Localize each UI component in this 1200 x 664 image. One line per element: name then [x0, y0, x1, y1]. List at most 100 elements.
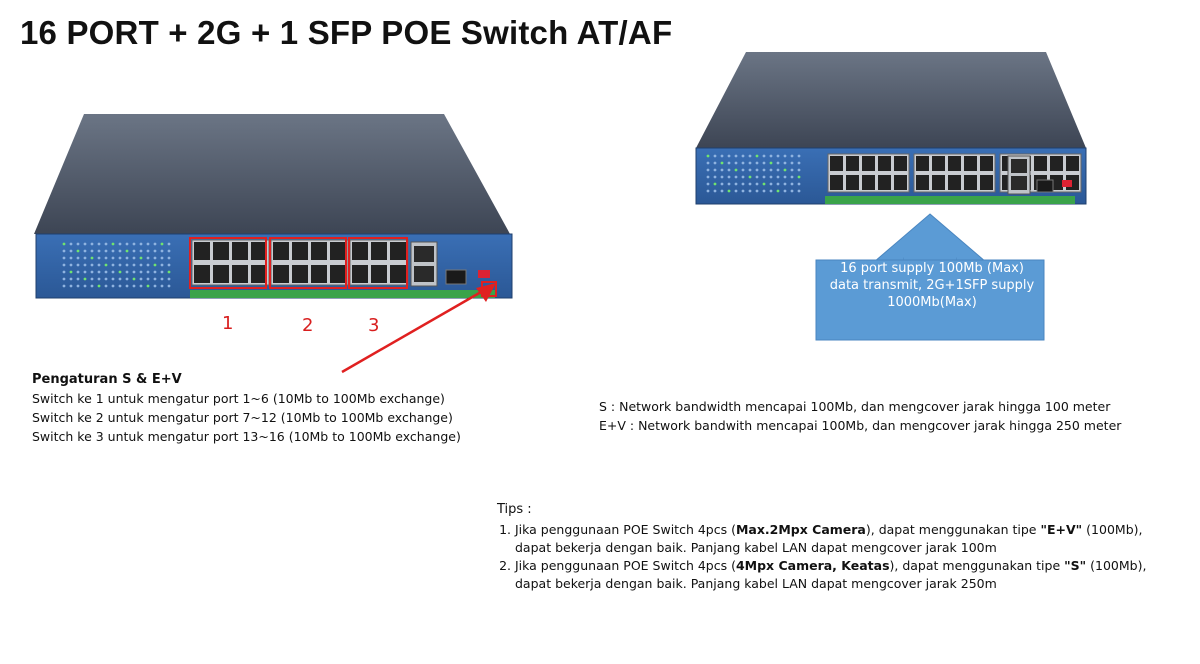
page-title: 16 PORT + 2G + 1 SFP POE Switch AT/AF: [20, 14, 673, 51]
ethernet-port: [251, 242, 267, 260]
ethernet-port: [371, 265, 387, 283]
status-led: [167, 256, 171, 260]
status-led: [783, 189, 787, 193]
status-led: [132, 284, 136, 288]
ethernet-port: [916, 156, 929, 171]
tips-section: Tips : Jika penggunaan POE Switch 4pcs (…: [497, 501, 1146, 593]
status-led: [69, 277, 73, 281]
status-led: [797, 189, 801, 193]
status-led: [111, 256, 115, 260]
status-led: [118, 256, 122, 260]
status-led: [776, 175, 780, 179]
status-led: [83, 270, 87, 274]
ethernet-port: [330, 242, 346, 260]
status-led: [727, 175, 731, 179]
status-led: [748, 154, 752, 158]
status-led: [97, 277, 101, 281]
status-led: [741, 182, 745, 186]
ethernet-port: [194, 242, 210, 260]
status-led: [139, 242, 143, 246]
status-led: [769, 161, 773, 165]
status-led: [132, 242, 136, 246]
ethernet-port: [251, 265, 267, 283]
status-led: [83, 277, 87, 281]
status-led: [160, 263, 164, 267]
status-led: [762, 154, 766, 158]
status-led: [139, 249, 143, 253]
ethernet-port: [330, 265, 346, 283]
port-group-number: 2: [302, 315, 314, 336]
status-led: [762, 175, 766, 179]
status-led: [90, 256, 94, 260]
status-led: [167, 242, 171, 246]
status-led: [90, 284, 94, 288]
ethernet-port: [964, 156, 977, 171]
status-led: [160, 256, 164, 260]
status-led: [104, 270, 108, 274]
status-led-panel: [62, 242, 171, 288]
status-led: [734, 154, 738, 158]
port-group-1-highlight: [189, 237, 267, 289]
ethernet-port: [916, 175, 929, 190]
ethernet-port: [862, 156, 875, 171]
status-led: [69, 256, 73, 260]
ethernet-port: [846, 156, 859, 171]
status-led: [90, 242, 94, 246]
status-led: [62, 242, 66, 246]
status-led: [76, 256, 80, 260]
status-led: [125, 242, 129, 246]
status-led: [762, 168, 766, 172]
mode-ev-text: E+V : Network bandwith mencapai 100Mb, d…: [599, 418, 1122, 433]
status-led: [153, 277, 157, 281]
status-led: [748, 168, 752, 172]
poe-switch-image-left: [34, 114, 513, 299]
status-led: [104, 263, 108, 267]
status-led: [69, 263, 73, 267]
ethernet-port: [352, 242, 368, 260]
status-led: [755, 161, 759, 165]
port-label-strip: [190, 290, 495, 298]
status-led: [160, 284, 164, 288]
status-led: [706, 161, 710, 165]
callout-text: 16 port supply 100Mb (Max) data transmit…: [829, 261, 1035, 310]
status-led: [748, 161, 752, 165]
status-led: [90, 277, 94, 281]
status-led: [83, 284, 87, 288]
status-led: [139, 270, 143, 274]
status-led: [727, 168, 731, 172]
ethernet-port: [390, 242, 406, 260]
ethernet-port: [846, 175, 859, 190]
status-led: [797, 161, 801, 165]
status-led: [62, 284, 66, 288]
status-led: [790, 168, 794, 172]
status-led: [769, 154, 773, 158]
ethernet-port: [980, 175, 993, 190]
status-led: [111, 277, 115, 281]
status-led: [76, 270, 80, 274]
status-led: [734, 175, 738, 179]
status-led: [69, 270, 73, 274]
status-led: [755, 175, 759, 179]
status-led: [146, 277, 150, 281]
status-led: [69, 242, 73, 246]
status-led: [125, 249, 129, 253]
ethernet-port: [894, 175, 907, 190]
status-led: [797, 175, 801, 179]
status-led: [97, 256, 101, 260]
status-led: [769, 168, 773, 172]
status-led: [762, 189, 766, 193]
status-led: [153, 284, 157, 288]
status-led: [104, 284, 108, 288]
status-led: [734, 189, 738, 193]
ethernet-port: [371, 242, 387, 260]
status-led: [727, 189, 731, 193]
status-led: [139, 263, 143, 267]
status-led: [706, 175, 710, 179]
status-led: [118, 277, 122, 281]
status-led: [146, 256, 150, 260]
status-led: [706, 168, 710, 172]
status-led: [748, 175, 752, 179]
status-led: [748, 182, 752, 186]
status-led: [139, 277, 143, 281]
sfp-port: [445, 269, 467, 285]
